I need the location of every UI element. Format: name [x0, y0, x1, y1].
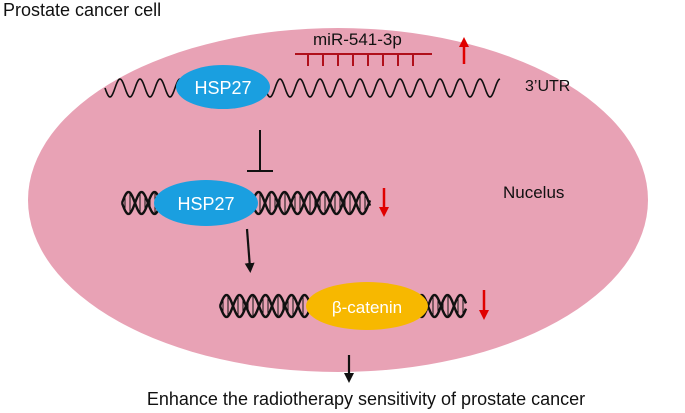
hsp27-mrna-oval [176, 65, 270, 109]
cell-title: Prostate cancer cell [3, 0, 161, 20]
mirna-binding [295, 53, 432, 66]
hsp27-gene-oval [154, 180, 258, 226]
hsp27-gene-label: HSP27 [177, 194, 234, 214]
utr-label: 3’UTR [525, 78, 570, 95]
nucleus-label: Nucelus [503, 183, 564, 202]
mirna-label: miR-541-3p [313, 30, 402, 49]
hsp27-mrna-label: HSP27 [194, 78, 251, 98]
beta-catenin-label: β-catenin [332, 298, 402, 317]
arrow-hsp27-to-beta-catenin [244, 228, 255, 273]
inhibition-icon [247, 130, 273, 172]
mrna-strand [104, 78, 501, 98]
outcome-text: Enhance the radiotherapy sensitivity of … [147, 389, 585, 409]
beta-catenin-oval [306, 282, 428, 330]
cell-ellipse [28, 28, 648, 372]
